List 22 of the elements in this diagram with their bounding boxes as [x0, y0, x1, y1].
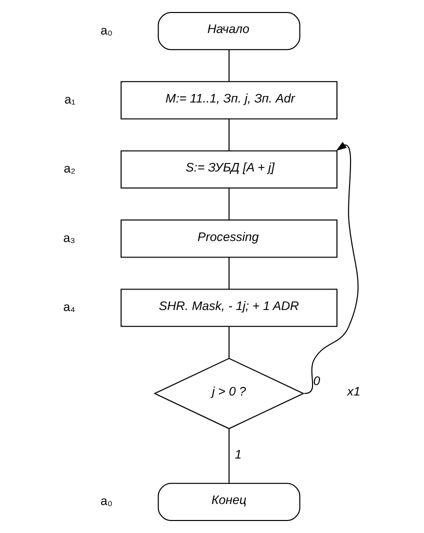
connector — [228, 257, 230, 290]
label: a₂ — [64, 162, 76, 176]
label: a₀ — [100, 23, 113, 38]
connector — [228, 118, 230, 151]
label: a₄ — [63, 300, 76, 314]
edge-label: 0 — [313, 374, 320, 388]
label: a₁ — [64, 92, 76, 106]
node-box: Конец — [158, 482, 300, 522]
label: a₀ — [100, 494, 113, 508]
connector — [228, 50, 230, 82]
node-box: S:= ЗУБД [A + j] — [120, 150, 338, 189]
node-box: M:= 11..1, Зп. j, Зп. Adr — [120, 81, 338, 120]
node-box: Processing — [120, 220, 338, 258]
connector — [228, 188, 230, 220]
connector — [228, 428, 230, 484]
edge-label: 1 — [234, 448, 242, 462]
label: x1 — [347, 384, 360, 399]
connector — [228, 326, 230, 358]
node-box: SHR. Mask, - 1j; + 1 ADR — [120, 288, 338, 327]
node-diamond: j > 0 ? — [153, 358, 305, 430]
node-box: Начало — [158, 12, 300, 50]
label: a₃ — [63, 230, 76, 245]
